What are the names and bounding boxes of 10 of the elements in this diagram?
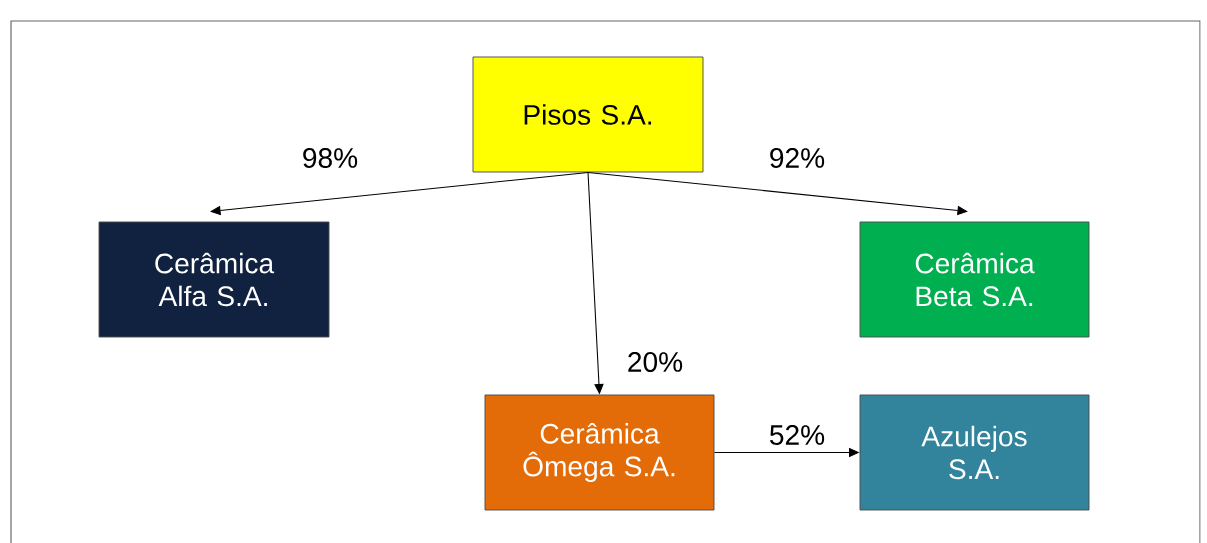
company-box: Pisos S.A. bbox=[472, 56, 704, 173]
percentage-label: 20% bbox=[628, 352, 683, 372]
percentage-label: 52% bbox=[770, 425, 825, 445]
company-box: Cerâmica Alfa S.A. bbox=[98, 221, 330, 338]
company-box: Cerâmica Ômega S.A. bbox=[484, 394, 715, 511]
arrow bbox=[210, 171, 589, 216]
company-box: Cerâmica Beta S.A. bbox=[859, 221, 1090, 338]
percentage-label: 98% bbox=[303, 148, 358, 168]
percentage-label: 92% bbox=[770, 148, 825, 168]
company-box: Azulejos S.A. bbox=[859, 394, 1090, 511]
